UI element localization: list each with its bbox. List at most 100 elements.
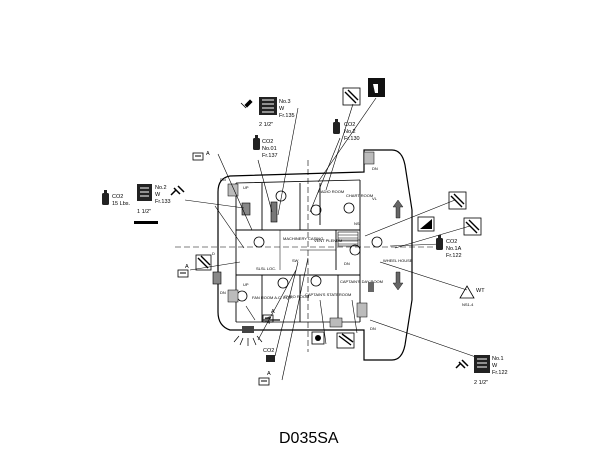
room-gyro: GYRO ROOM: [284, 294, 309, 299]
escape-route-arrow-icon: [262, 316, 280, 324]
svg-text:No.01: No.01: [262, 146, 277, 152]
fire-alarm-icon: A: [192, 151, 210, 161]
stair-icon: [337, 231, 359, 247]
escape-route-arrow-icon: [392, 271, 404, 291]
svg-text:A: A: [206, 151, 210, 157]
symbol-boxes: [195, 78, 482, 349]
hose-nozzle-icon: [134, 221, 158, 224]
callout-fire-station-no3: No.3 W Fr.135 2 1/2": [240, 97, 295, 128]
door-panel-icon: [356, 302, 368, 318]
svg-text:A: A: [271, 309, 275, 315]
hose-nozzle-icon: [455, 359, 469, 369]
fire-door-icon: [448, 191, 467, 210]
sprinkler-icon: [233, 326, 263, 346]
smoke-detector-icon: [343, 202, 355, 214]
smoke-detector-icon: [310, 275, 322, 287]
label-dn-3: DN: [220, 290, 226, 295]
hose-reel-icon: [336, 332, 355, 349]
fire-extinguisher-icon: [102, 193, 109, 205]
room-captains-day-room: CAPTAIN'S DAY ROOM: [340, 279, 383, 284]
label-slsl: SLSL LOC.: [256, 266, 276, 271]
deck-outline: [217, 149, 413, 361]
svg-text:A: A: [185, 264, 189, 270]
svg-text:Fr.135: Fr.135: [279, 113, 295, 119]
room-vent-plenum: VENT PLENUM: [314, 238, 342, 243]
svg-text:Fr.122: Fr.122: [446, 253, 462, 259]
label-vl: VL: [372, 196, 378, 201]
door-panel-icon: [363, 151, 375, 165]
fire-station-icon: [474, 355, 490, 373]
svg-text:1 1/2": 1 1/2": [137, 209, 151, 215]
label-dn-mid: DN: [344, 261, 350, 266]
hose-reel-icon: [311, 331, 325, 345]
room-captains-stateroom: CAPTAIN'S STATEROOM: [305, 292, 351, 297]
fire-extinguisher-icon: [253, 138, 260, 150]
smoke-detector-icon: [277, 277, 289, 289]
svg-text:W: W: [279, 106, 285, 112]
svg-text:A: A: [267, 371, 271, 377]
fire-door-icon: [195, 254, 212, 271]
svg-text:CO2: CO2: [112, 194, 123, 200]
interior-symbols: [212, 151, 404, 328]
smoke-detector-icon: [275, 190, 287, 202]
svg-text:No.3: No.3: [279, 99, 291, 105]
hatched-panel-icon: [212, 271, 222, 285]
door-panel-icon: [227, 183, 239, 197]
label-ns: NS: [354, 221, 360, 226]
svg-text:CO2: CO2: [262, 139, 273, 145]
svg-text:No.2: No.2: [155, 185, 167, 191]
room-radio: RADIO ROOM: [318, 189, 344, 194]
callout-wt: WT NS1-4: [459, 285, 485, 307]
hatched-panel-icon: [241, 202, 251, 216]
smoke-detector-icon: [371, 236, 383, 248]
svg-text:15 Lbs.: 15 Lbs.: [112, 201, 131, 207]
svg-text:Fr.133: Fr.133: [155, 199, 171, 205]
fire-alarm-icon: A: [177, 264, 189, 278]
fire-extinguisher-icon: [266, 355, 275, 362]
door-panel-icon: [329, 317, 343, 328]
room-labels: RADIO ROOM CHART ROOM MACHINERY CASING V…: [212, 166, 413, 331]
callout-co2-no1a: CO2 No.1A Fr.122: [436, 235, 462, 259]
label-up-1: UP: [243, 185, 249, 190]
svg-text:CO2: CO2: [344, 122, 355, 128]
hatched-panel-icon: [368, 282, 374, 292]
label-dn-4: DN: [370, 326, 376, 331]
svg-text:CO2: CO2: [446, 239, 457, 245]
svg-text:Fr.137: Fr.137: [262, 153, 278, 159]
label-up-2: UP: [243, 282, 249, 287]
callout-fire-station-no2: No.2 W Fr.133 1 1/2": [134, 184, 185, 224]
fire-extinguisher-icon: [333, 122, 340, 134]
svg-text:W: W: [492, 363, 498, 369]
room-wheel-house: WHEEL HOUSE: [383, 258, 413, 263]
svg-text:No.2: No.2: [344, 129, 356, 135]
svg-text:Fr.122: Fr.122: [492, 370, 508, 376]
svg-text:Fr.130: Fr.130: [344, 136, 360, 142]
callout-co2-bottom: CO2: [263, 348, 275, 362]
smoke-detector-icon: [253, 236, 265, 248]
svg-text:No.1A: No.1A: [446, 246, 462, 252]
fire-door-icon: [463, 217, 482, 236]
leader-lines: [184, 97, 491, 381]
alarm-markers: A A A A: [177, 151, 275, 386]
fire-station-icon: [259, 97, 277, 115]
label-sw: SW: [292, 258, 299, 263]
manual-call-point-icon: [368, 78, 385, 97]
label-dn-1: DN: [372, 166, 378, 171]
fire-alarm-icon: A: [258, 371, 271, 386]
label-dn-2: DN: [220, 177, 226, 182]
ventilation-damper-icon: [417, 216, 435, 232]
centerline: [175, 160, 440, 352]
watertight-door-icon: [459, 285, 475, 299]
fire-extinguisher-icon: [436, 238, 443, 250]
smoke-detector-icon: [349, 244, 361, 256]
svg-text:NS1-4: NS1-4: [462, 302, 474, 307]
escape-route-arrow-icon: [392, 199, 404, 219]
svg-text:No.1: No.1: [492, 356, 504, 362]
svg-text:WT: WT: [476, 288, 485, 294]
room-chart: CHART ROOM: [346, 193, 373, 198]
room-fan: FAN ROOM A.C. EQ'P.: [252, 295, 293, 300]
callout-co2-no01: CO2 No.01 Fr.137: [253, 135, 278, 159]
smoke-detector-icon: [236, 290, 248, 302]
hose-nozzle-icon: [240, 99, 253, 109]
